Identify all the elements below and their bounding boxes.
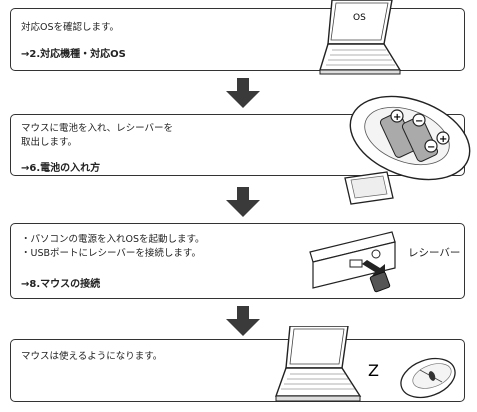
laptop-screen-text: OS — [353, 13, 366, 23]
mouse-battery-illustration: + − − + — [344, 95, 471, 205]
step-3-text-line-2: ・USBポートにレシーバーを接続します。 — [21, 248, 201, 259]
step-2-text-line-2: 取出します。 — [21, 137, 78, 148]
step-2-reference: →6.電池の入れ方 — [21, 163, 101, 174]
down-arrow-2 — [226, 187, 260, 217]
laptop-os-illustration: OS — [319, 0, 402, 75]
step-3-reference: →8.マウスの接続 — [21, 279, 101, 290]
step-1-reference: →2.対応機種・対応OS — [21, 49, 126, 60]
step-1-text: 対応OSを確認します。 — [21, 22, 120, 33]
step-2-text-line-1: マウスに電池を入れ、レシーバーを — [21, 123, 174, 134]
step-4-box: マウスは使えるようになります。 — [10, 339, 465, 402]
down-arrow-1 — [226, 78, 260, 108]
svg-text:−: − — [415, 116, 423, 127]
usb-receiver-illustration — [309, 231, 396, 293]
down-arrow-3 — [226, 306, 260, 336]
svg-text:+: + — [439, 134, 447, 145]
receiver-label: レシーバー — [408, 247, 461, 259]
sleep-z-text: Z — [368, 361, 379, 380]
step-3-text-line-1: ・パソコンの電源を入れOSを起動します。 — [21, 234, 205, 245]
laptop-mouse-illustration: Z — [275, 326, 456, 402]
svg-text:−: − — [427, 142, 435, 153]
step-4-text: マウスは使えるようになります。 — [21, 351, 163, 362]
svg-text:+: + — [393, 112, 401, 123]
